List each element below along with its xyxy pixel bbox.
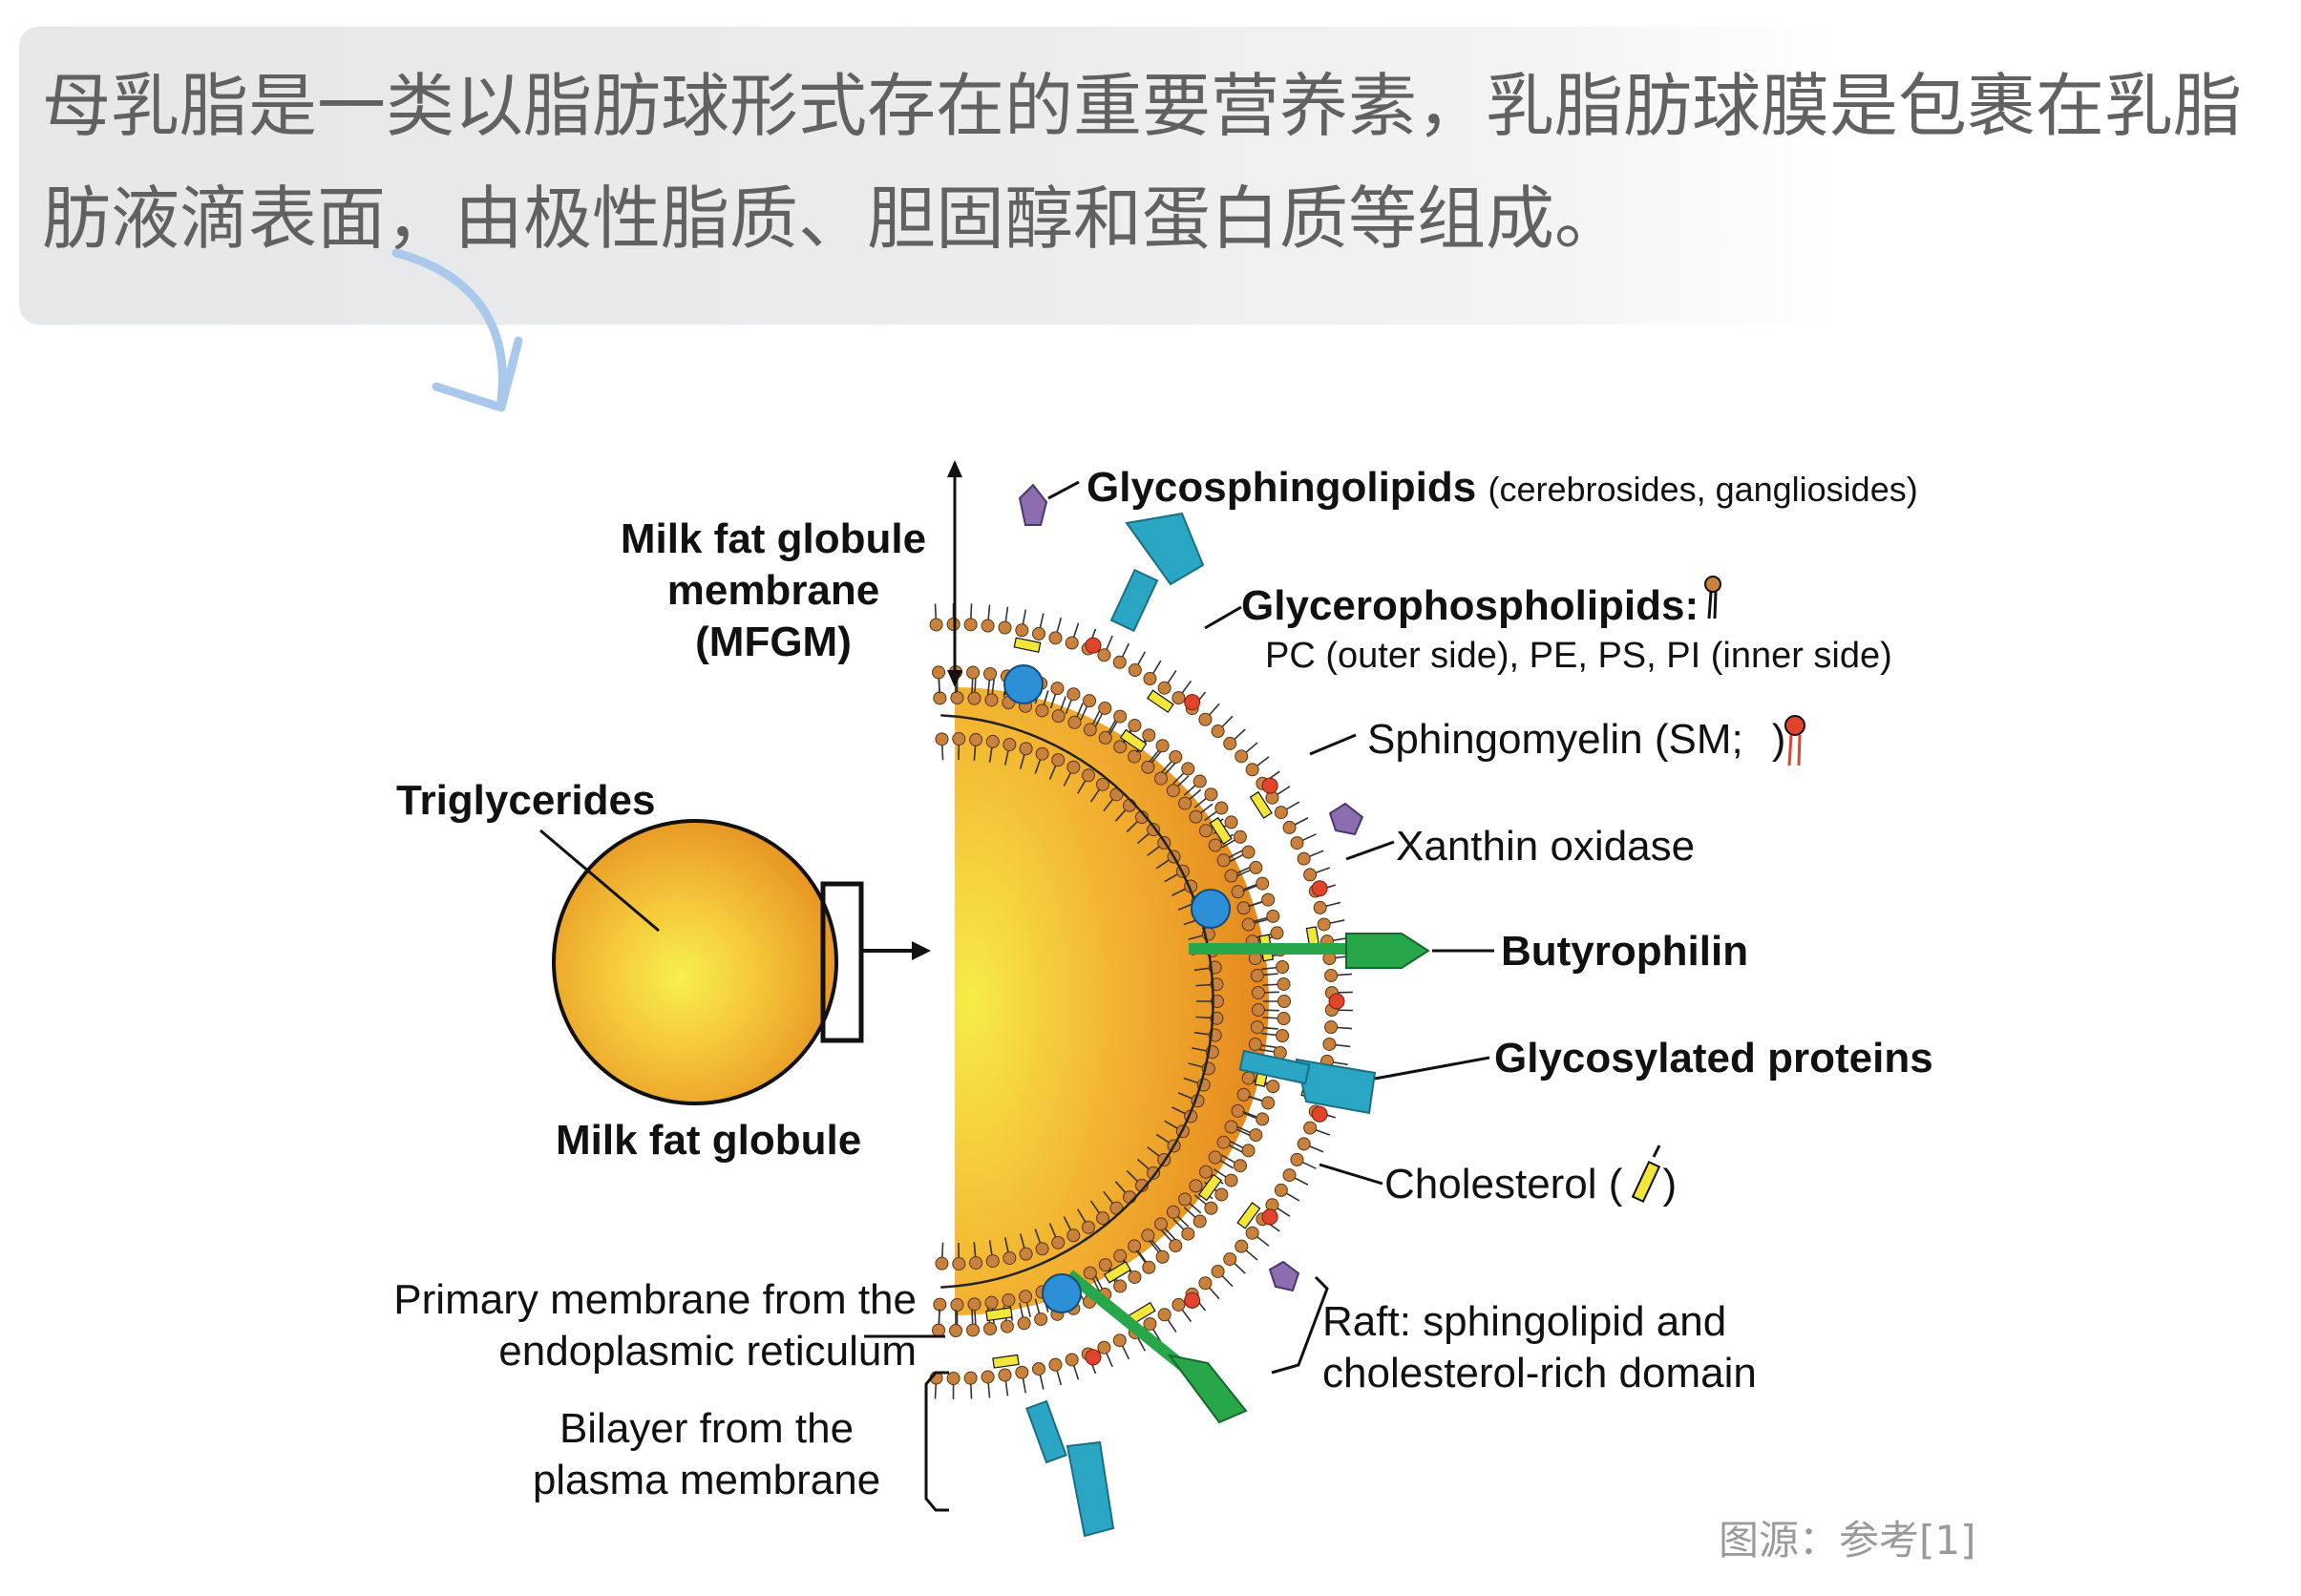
- label-butyrophilin: Butyrophilin: [1501, 928, 1749, 975]
- label-triglycerides: Triglycerides: [396, 777, 656, 824]
- label-glycerophospholipids-detail: PC (outer side), PE, PS, PI (inner side): [1265, 636, 1892, 676]
- label-xanthin-oxidase: Xanthin oxidase: [1396, 823, 1696, 870]
- label-cholesterol: Cholesterol (): [1384, 1161, 1678, 1208]
- half-globule: [955, 687, 1269, 1315]
- intro-text: 母乳脂是一类以脂肪球形式存在的重要营养素，乳脂肪球膜是包裹在乳脂肪液滴表面，由极…: [42, 66, 2243, 259]
- label-glycosphingolipids: Glycosphingolipids (cerebrosides, gangli…: [1087, 464, 1918, 511]
- label-sphingomyelin: Sphingomyelin (SM;): [1367, 716, 1786, 763]
- sphingomyelin-legend-icon: [1784, 715, 1805, 766]
- butyrophilin-mark: [1066, 933, 1430, 1424]
- milk-fat-globule-circle: [552, 819, 838, 1105]
- curved-arrow-icon: [391, 248, 523, 412]
- zoom-box: [820, 881, 864, 1043]
- xanthin-oxidase-marks: [1003, 664, 1231, 1313]
- glycosylated-protein-marks: [1025, 512, 1377, 1538]
- image-credit: 图源：参考[1]: [1719, 1517, 1976, 1564]
- label-glycerophospholipids: Glycerophospholipids:: [1241, 582, 1699, 629]
- label-primary-membrane: Primary membrane from the endoplasmic re…: [393, 1276, 917, 1375]
- label-raft: Raft: sphingolipid and cholesterol-rich …: [1322, 1298, 1757, 1396]
- label-bilayer: Bilayer from the plasma membrane: [532, 1405, 881, 1503]
- label-milk-fat-globule: Milk fat globule: [556, 1117, 862, 1164]
- label-mfgm: Milk fat globule membrane (MFGM): [620, 515, 927, 665]
- phospholipid-legend-icon: [1704, 576, 1721, 620]
- glycosphingolipid-marks: [1018, 483, 1364, 1292]
- leader-lines: [864, 480, 1494, 1512]
- cholesterol-legend-icon: [1631, 1144, 1661, 1203]
- label-glycosylated-proteins: Glycosylated proteins: [1494, 1035, 1933, 1082]
- intro-banner: [19, 27, 1833, 325]
